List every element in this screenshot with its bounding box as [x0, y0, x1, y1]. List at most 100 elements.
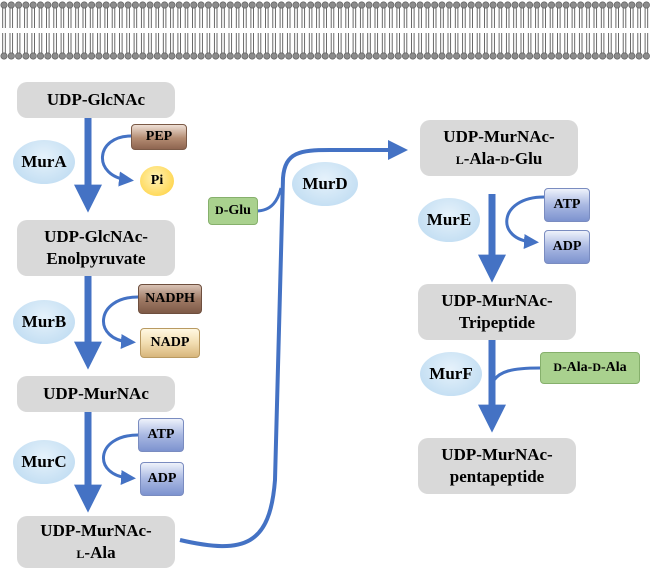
lipid-head [161, 1, 169, 9]
lipid-head [66, 1, 74, 9]
cofactor-nadph: NADPH [138, 284, 202, 314]
lipid-head [482, 1, 490, 9]
lipid-head [445, 52, 453, 60]
lipid-head [569, 1, 577, 9]
lipid-head [51, 1, 59, 9]
enzyme-mure: MurE [418, 198, 480, 242]
lipid-head [540, 52, 548, 60]
lipid-head [285, 1, 293, 9]
lipid-head [453, 1, 461, 9]
lipid-head [117, 1, 125, 9]
lipid-head [358, 1, 366, 9]
lipid-head [584, 52, 592, 60]
lipid-head [66, 52, 74, 60]
ala-part: -Ala- [463, 148, 501, 168]
lipid-head [518, 1, 526, 9]
lipid-head [394, 52, 402, 60]
lipid-head [518, 52, 526, 60]
lipid-head [467, 1, 475, 9]
lipid-head [58, 1, 66, 9]
cofactor-d-glu-label: D-Glu [215, 203, 251, 219]
lipid-head [234, 52, 242, 60]
lipid-head [80, 52, 88, 60]
lipid-head [299, 1, 307, 9]
lipid-head [350, 52, 358, 60]
lipid-head [635, 52, 643, 60]
node-udp-glcnac-label: UDP-GlcNAc [46, 90, 146, 109]
cofactor-atp-mure: ATP [544, 188, 590, 222]
lipid-head [73, 52, 81, 60]
lipid-head [124, 1, 132, 9]
node-udp-murnac-label: UDP-MurNAc [43, 384, 149, 403]
lipid-head [336, 52, 344, 60]
lipid-head [321, 52, 329, 60]
cofactor-nadph-label: NADPH [145, 291, 195, 306]
lipid-head [416, 1, 424, 9]
lipid-head [511, 52, 519, 60]
lipid-head [175, 1, 183, 9]
cofactor-adp-label: ADP [147, 471, 177, 486]
cofactor-atp-label: ATP [553, 197, 581, 212]
lipid-head [394, 1, 402, 9]
l-prefix: L [455, 152, 464, 167]
lipid-head [613, 52, 621, 60]
d-prefix: D [215, 203, 224, 217]
lipid-head [526, 52, 534, 60]
lipid-head [95, 52, 103, 60]
lipid-head [285, 52, 293, 60]
lipid-head [526, 1, 534, 9]
lipid-head [380, 1, 388, 9]
lipid-head [328, 52, 336, 60]
lipid-head [599, 1, 607, 9]
enzyme-mura: MurA [13, 140, 75, 184]
lipid-head [642, 52, 650, 60]
lipid-head [219, 52, 227, 60]
node-pentapeptide-line1: UDP-MurNAc- [441, 445, 553, 464]
node-enolpyruvate-line1: UDP-GlcNAc- [44, 227, 148, 246]
enzyme-murb-label: MurB [21, 312, 67, 331]
lipid-head [88, 1, 96, 9]
lipid-head [277, 52, 285, 60]
lipid-head [401, 52, 409, 60]
lipid-head [474, 52, 482, 60]
lipid-head [496, 1, 504, 9]
lipid-head [15, 1, 23, 9]
node-murnac-ala-line2: L-Ala [76, 542, 115, 565]
cofactor-pep: PEP [131, 124, 187, 150]
lipid-head [36, 1, 44, 9]
node-udp-murnac-l-ala-d-glu: UDP-MurNAc- L-Ala-D-Glu [420, 120, 578, 176]
lipid-head [102, 52, 110, 60]
lipid-head [226, 1, 234, 9]
lipid-head [22, 52, 30, 60]
enzyme-murc: MurC [13, 440, 75, 484]
lipid-head [350, 1, 358, 9]
lipid-head [190, 1, 198, 9]
lipid-head [482, 52, 490, 60]
lipid-head [292, 1, 300, 9]
lipid-head [110, 1, 118, 9]
lipid-head [131, 52, 139, 60]
node-udp-murnac-tripeptide: UDP-MurNAc- Tripeptide [418, 284, 576, 340]
lipid-head [380, 52, 388, 60]
lipid-head [328, 1, 336, 9]
node-tripeptide-line1: UDP-MurNAc- [441, 291, 553, 310]
cofactor-adp-murc: ADP [140, 462, 184, 496]
glu-part: -Glu [223, 203, 251, 218]
lipid-head [270, 52, 278, 60]
lipid-head [343, 1, 351, 9]
lipid-head [15, 52, 23, 60]
lipid-head [613, 1, 621, 9]
ala-suffix: -Ala [84, 542, 116, 562]
lipid-head [110, 52, 118, 60]
lipid-head [409, 1, 417, 9]
arrow-dala [492, 366, 541, 381]
lipid-head [197, 52, 205, 60]
lipid-head [577, 1, 585, 9]
node-udp-glcnac: UDP-GlcNAc [17, 82, 175, 118]
lipid-head [212, 1, 220, 9]
enzyme-murf: MurF [420, 352, 482, 396]
lipid-head [343, 52, 351, 60]
lipid-head [591, 52, 599, 60]
lipid-head [591, 1, 599, 9]
lipid-head [29, 1, 37, 9]
